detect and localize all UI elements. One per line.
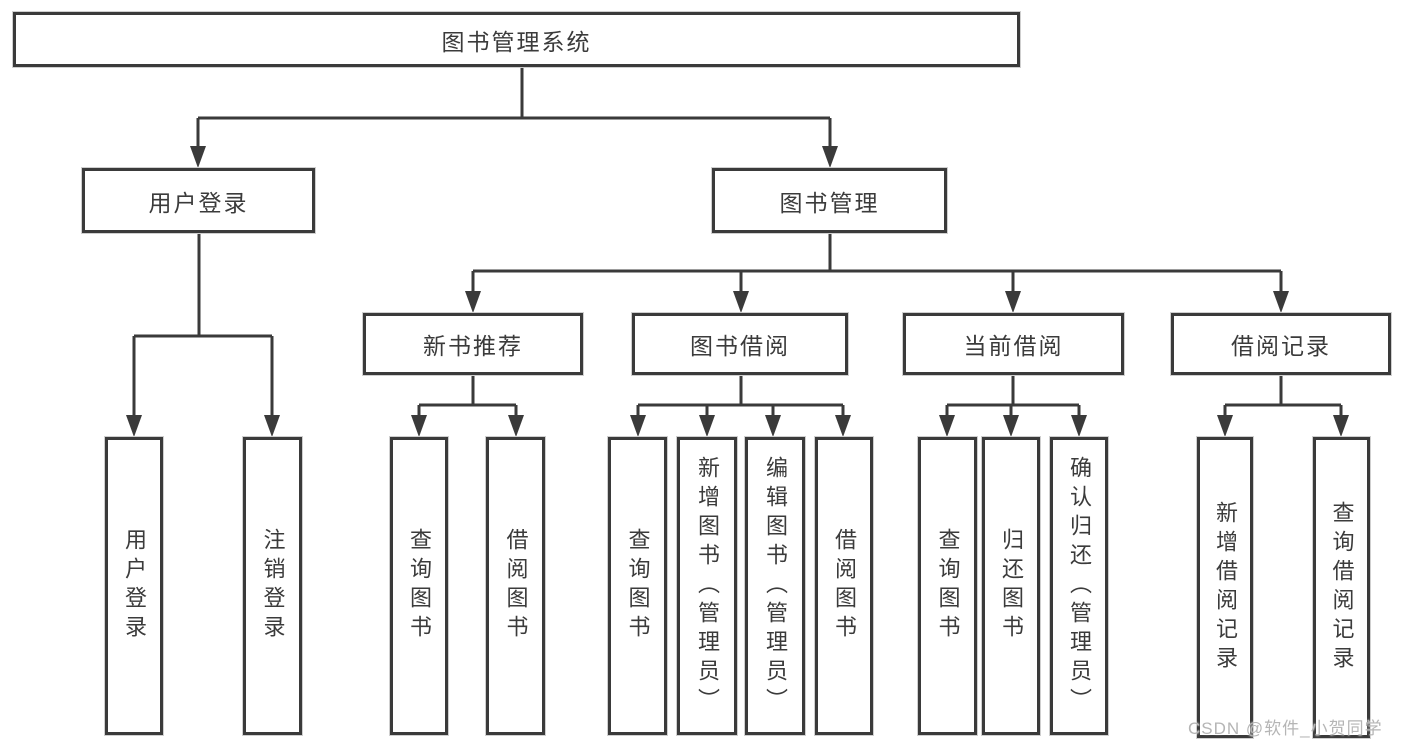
node-new-book-recommend: 新书推荐 [363, 313, 583, 375]
arrowhead-icon [465, 291, 481, 313]
arrowhead-icon [765, 415, 781, 437]
leaf-borrow-books-borrowing: 借阅图书 [815, 437, 873, 735]
arrowhead-icon [1273, 291, 1289, 313]
leaf-user-login-label: 用户登录 [122, 528, 147, 644]
leaf-add-books-admin-label: 新增图书（管理员） [695, 455, 720, 717]
node-borrowing-records-label: 借阅记录 [1231, 333, 1331, 359]
arrowhead-icon [190, 146, 206, 168]
node-borrowing-records: 借阅记录 [1171, 313, 1391, 375]
leaf-query-borrow-record: 查询借阅记录 [1313, 437, 1370, 738]
leaf-confirm-return-admin-label: 确认归还（管理员） [1067, 455, 1092, 717]
arrowhead-icon [126, 415, 142, 437]
leaf-add-borrow-record: 新增借阅记录 [1197, 437, 1253, 738]
node-current-borrowing: 当前借阅 [903, 313, 1124, 375]
node-library-management-system-label: 图书管理系统 [441, 28, 592, 55]
leaf-user-login: 用户登录 [105, 437, 163, 735]
node-book-management: 图书管理 [712, 168, 947, 233]
node-library-management-system: 图书管理系统 [13, 12, 1020, 67]
connector-line-group [132, 67, 1343, 419]
arrowhead-icon [1333, 415, 1349, 437]
leaf-edit-books-admin-label: 编辑图书（管理员） [763, 455, 788, 717]
leaf-query-borrow-record-label: 查询借阅记录 [1329, 500, 1355, 675]
node-new-book-recommend-label: 新书推荐 [423, 333, 523, 359]
leaf-query-books-current-label: 查询图书 [935, 528, 961, 644]
arrowhead-icon [835, 415, 851, 437]
leaf-return-books: 归还图书 [982, 437, 1040, 735]
node-user-login: 用户登录 [82, 168, 315, 233]
arrowhead-icon [1217, 415, 1233, 437]
arrowhead-icon [699, 415, 715, 437]
arrowhead-group [126, 146, 1349, 437]
arrowhead-icon [822, 146, 838, 168]
arrowhead-icon [630, 415, 646, 437]
leaf-add-borrow-record-label: 新增借阅记录 [1213, 500, 1238, 675]
leaf-query-books-recommend: 查询图书 [390, 437, 448, 735]
arrowhead-icon [939, 415, 955, 437]
arrowhead-icon [733, 291, 749, 313]
leaf-logout-login-label: 注销登录 [260, 528, 286, 644]
leaf-add-books-admin: 新增图书（管理员） [677, 437, 737, 735]
leaf-query-books-borrowing-label: 查询图书 [625, 528, 651, 644]
arrowhead-icon [1003, 415, 1019, 437]
leaf-borrow-books-recommend-label: 借阅图书 [503, 528, 529, 644]
leaf-borrow-books-recommend: 借阅图书 [486, 437, 545, 735]
leaf-edit-books-admin: 编辑图书（管理员） [745, 437, 805, 735]
arrowhead-icon [411, 415, 427, 437]
leaf-borrow-books-borrowing-label: 借阅图书 [832, 528, 857, 644]
node-book-management-label: 图书管理 [779, 189, 880, 216]
node-book-borrowing-label: 图书借阅 [690, 333, 790, 359]
leaf-return-books-label: 归还图书 [999, 528, 1024, 644]
arrowhead-icon [1071, 415, 1087, 437]
arrowhead-icon [264, 415, 280, 437]
arrowhead-icon [508, 415, 524, 437]
node-user-login-label: 用户登录 [148, 189, 249, 216]
arrowhead-icon [1005, 291, 1021, 313]
leaf-query-books-recommend-label: 查询图书 [407, 528, 432, 644]
leaf-logout-login: 注销登录 [243, 437, 302, 735]
node-current-borrowing-label: 当前借阅 [963, 333, 1064, 359]
leaf-query-books-borrowing: 查询图书 [608, 437, 667, 735]
leaf-query-books-current: 查询图书 [918, 437, 977, 735]
csdn-watermark: CSDN @软件_小贺同学 [1188, 719, 1383, 738]
node-book-borrowing: 图书借阅 [632, 313, 848, 375]
leaf-confirm-return-admin: 确认归还（管理员） [1050, 437, 1108, 735]
